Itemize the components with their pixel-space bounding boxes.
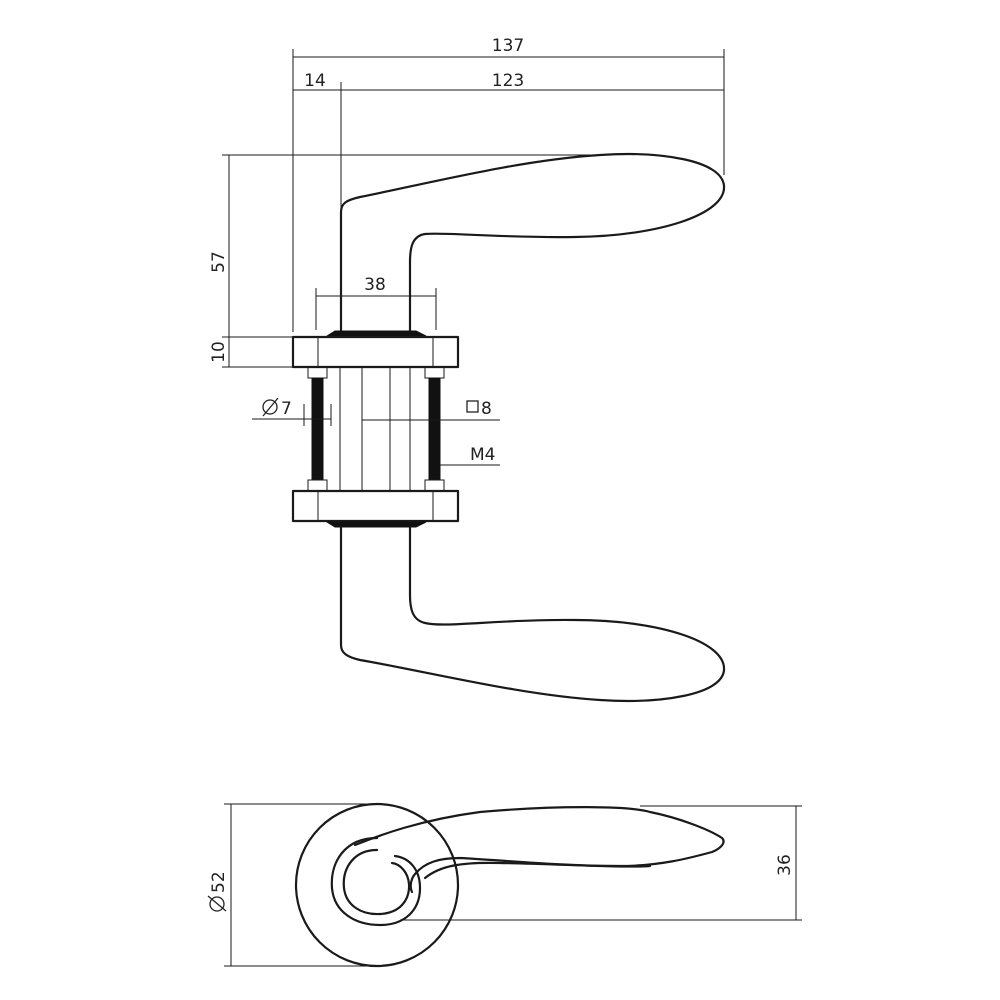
top-collar-washer: [325, 330, 427, 337]
dim-36-label: 36: [775, 854, 795, 876]
bottom-collar-washer: [325, 521, 427, 528]
dim-8-annotation: 8: [466, 399, 492, 419]
plan-dimension-lines: [224, 803, 802, 967]
plan-lever-neck: [330, 836, 422, 927]
spindle-assembly: [339, 367, 411, 491]
right-screw-shaft: [428, 377, 441, 481]
dim-10-label: 10: [209, 341, 229, 363]
plan-rose-outer: [294, 802, 460, 968]
top-lever: [339, 152, 726, 334]
square-symbol-icon: [466, 400, 479, 413]
dim-52-annotation: 52: [207, 871, 229, 912]
top-lever-outline: [339, 152, 726, 334]
bottom-rose-plate: [291, 489, 460, 523]
top-collar: [325, 330, 427, 337]
dim-137-label: 137: [492, 36, 524, 56]
dim-7-label: 7: [281, 399, 292, 419]
plan-lever-lower-edge: [423, 861, 652, 880]
diameter-symbol-icon: [207, 895, 227, 912]
top-rose-plate: [291, 335, 460, 369]
dim-m4-label: M4: [470, 445, 495, 465]
bottom-lever: [339, 525, 726, 703]
left-screw-shaft: [311, 377, 324, 481]
plan-lever-body: [353, 806, 725, 894]
dim-8-label: 8: [481, 399, 492, 419]
right-screw-head-bottom: [424, 479, 445, 492]
dim-52-label: 52: [209, 871, 229, 893]
right-screw-head-top: [424, 366, 445, 379]
dim-14-label: 14: [304, 71, 326, 91]
left-screw: [307, 366, 328, 492]
right-screw: [424, 366, 445, 492]
plan-view: [294, 802, 725, 968]
dim-7-annotation: 7: [262, 397, 292, 419]
diameter-symbol-icon: [262, 397, 279, 417]
dim-57-label: 57: [209, 251, 229, 273]
dim-38-label: 38: [364, 275, 386, 295]
left-screw-head-top: [307, 366, 328, 379]
dimension-lines: [222, 49, 725, 466]
bottom-lever-outline: [339, 525, 726, 703]
plan-lever-inner: [342, 848, 411, 916]
left-screw-head-bottom: [307, 479, 328, 492]
dim-123-label: 123: [492, 71, 524, 91]
